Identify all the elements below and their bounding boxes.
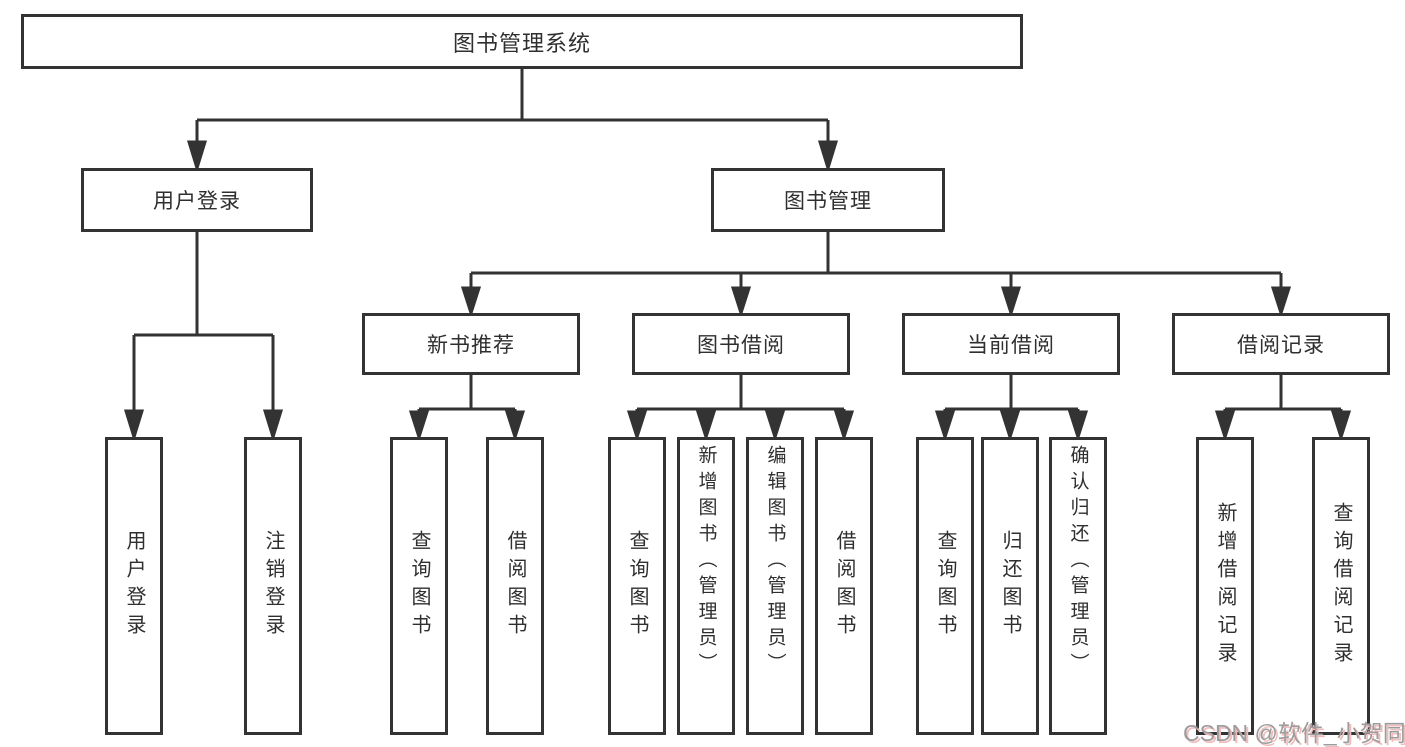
- leaf-label: 查询图书: [408, 530, 430, 642]
- leaf-label: 查询图书: [934, 530, 956, 642]
- leaf-borrow-books: 借阅图书: [815, 437, 873, 735]
- leaf-borrow-books-recommend: 借阅图书: [486, 437, 544, 735]
- leaf-query-books-recommend: 查询图书: [390, 437, 448, 735]
- leaf-user-login: 用户登录: [105, 437, 163, 735]
- node-book-management: 图书管理: [711, 168, 945, 232]
- connector-borrow-records-children: [1214, 375, 1352, 442]
- csdn-watermark: CSDN @软件_小贺同学: [1183, 720, 1405, 746]
- leaf-label: 用户登录: [123, 530, 145, 642]
- leaf-query-borrow-record: 查询借阅记录: [1312, 437, 1370, 735]
- leaf-query-books-borrow: 查询图书: [608, 437, 666, 735]
- node-label: 图书借阅: [697, 334, 785, 357]
- node-user-login: 用户登录: [81, 168, 313, 232]
- leaf-label: 确认归还（管理员）: [1067, 445, 1089, 679]
- leaf-label: 新增图书（管理员）: [695, 445, 717, 679]
- leaf-label: 借阅图书: [833, 530, 855, 642]
- leaf-edit-book-admin: 编辑图书（管理员）: [746, 437, 804, 735]
- leaf-add-book-admin: 新增图书（管理员）: [677, 437, 735, 735]
- leaf-label: 查询图书: [626, 530, 648, 642]
- leaf-return-books: 归还图书: [981, 437, 1039, 735]
- leaf-query-books-current: 查询图书: [916, 437, 974, 735]
- connector-new-book-children: [408, 375, 526, 442]
- leaf-label: 借阅图书: [504, 530, 526, 642]
- connector-current-borrow-children: [934, 375, 1089, 442]
- leaf-label: 归还图书: [999, 530, 1021, 642]
- node-label: 借阅记录: [1237, 334, 1325, 357]
- connector-root-to-level2: [186, 69, 839, 174]
- node-current-borrowing: 当前借阅: [902, 313, 1120, 375]
- leaf-label: 查询借阅记录: [1330, 502, 1352, 670]
- leaf-logout: 注销登录: [244, 437, 302, 735]
- leaf-add-borrow-record: 新增借阅记录: [1196, 437, 1254, 735]
- leaf-label: 编辑图书（管理员）: [764, 445, 786, 679]
- node-label: 图书管理: [784, 190, 872, 213]
- leaf-confirm-return-admin: 确认归还（管理员）: [1049, 437, 1107, 735]
- connector-book-management-children: [460, 232, 1292, 318]
- node-book-borrowing: 图书借阅: [632, 313, 850, 375]
- node-library-management-system: 图书管理系统: [21, 14, 1023, 69]
- connector-book-borrow-children: [626, 375, 855, 442]
- node-new-book-recommend: 新书推荐: [362, 313, 580, 375]
- leaf-label: 注销登录: [262, 530, 284, 642]
- node-borrowing-records: 借阅记录: [1172, 313, 1390, 375]
- node-label: 当前借阅: [967, 334, 1055, 357]
- leaf-label: 新增借阅记录: [1214, 502, 1236, 670]
- connector-user-login-children: [123, 232, 284, 443]
- node-label: 用户登录: [153, 190, 241, 213]
- node-label: 图书管理系统: [452, 30, 591, 56]
- node-label: 新书推荐: [427, 334, 515, 357]
